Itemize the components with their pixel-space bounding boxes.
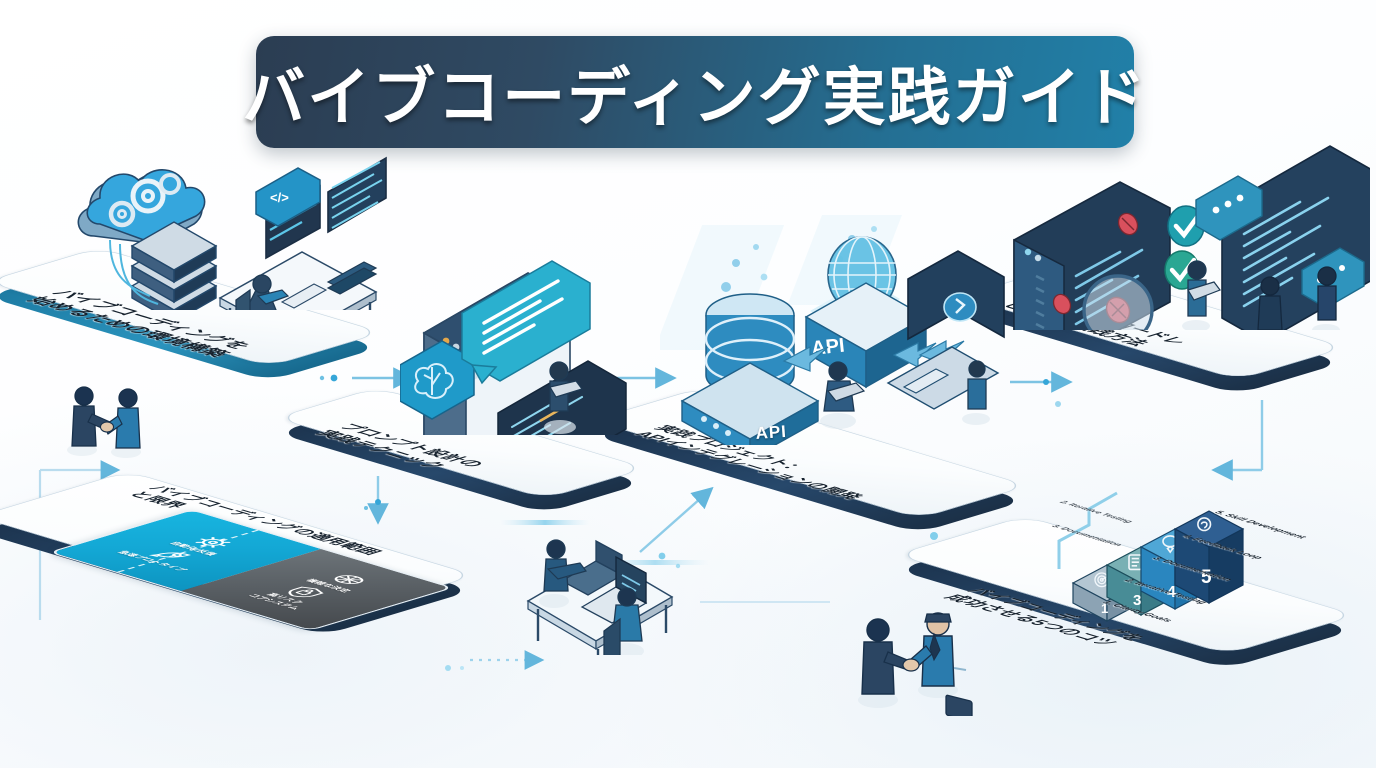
scope-item-complex: 複雑な決定 — [303, 569, 382, 593]
scope-bad-half: 複雑な決定 高リスク コアシステム — [181, 549, 450, 630]
code-tag-icon: </> — [270, 190, 289, 205]
chat-bubble-response — [461, 260, 591, 385]
bug-icon — [1117, 212, 1139, 236]
integration-arrows — [782, 339, 965, 372]
panel-api-project[interactable]: 実践プロジェクト： APIインテグレーションの開発 — [591, 387, 1029, 534]
rocket-icon — [148, 552, 191, 558]
api-label-center: API — [810, 335, 845, 360]
laptop-icon — [886, 250, 1005, 410]
page-title-bar: バイブコーディング実践ガイド — [242, 36, 1146, 148]
comment-bubble — [1301, 247, 1365, 309]
panel-debug-review[interactable]: デバッグとコードレ ビューの実践方法 — [960, 264, 1346, 395]
check-icon — [1167, 205, 1205, 247]
scope-item-prototype: 急速プロトタイプ — [115, 542, 216, 572]
panel-environment-setup[interactable]: バイブコーディングを 始めるための環境構築 — [0, 247, 383, 382]
data-beam — [660, 215, 902, 373]
scope-good-half: 自動化/反復 急速プロトタイプ — [52, 510, 321, 591]
brain-icon — [334, 574, 364, 584]
person-reviewer-3 — [1312, 266, 1340, 330]
gear-icon — [195, 537, 232, 548]
panel-five-tips[interactable]: バイブコーディングを 成功させる5つのコツ — [895, 515, 1357, 669]
scene-pair-programming — [526, 539, 674, 655]
scope-comparison-card[interactable]: 自動化/反復 急速プロトタイプ 複雑な決定 — [48, 509, 454, 631]
panel-prompt-design[interactable]: プロンプト設計の 実践テクニック — [275, 387, 647, 514]
shield-lock-icon — [289, 586, 325, 598]
database-icon — [704, 293, 796, 397]
scope-item-highrisk: 高リスク コアシステム — [245, 581, 342, 610]
page-title: バイブコーディング実践ガイド — [242, 62, 1148, 133]
scene-handshake-left — [67, 386, 141, 458]
cloud-icon — [77, 169, 206, 245]
scope-item-automation: 自動化/反復 — [166, 532, 247, 556]
comment-bubble — [1195, 175, 1263, 241]
